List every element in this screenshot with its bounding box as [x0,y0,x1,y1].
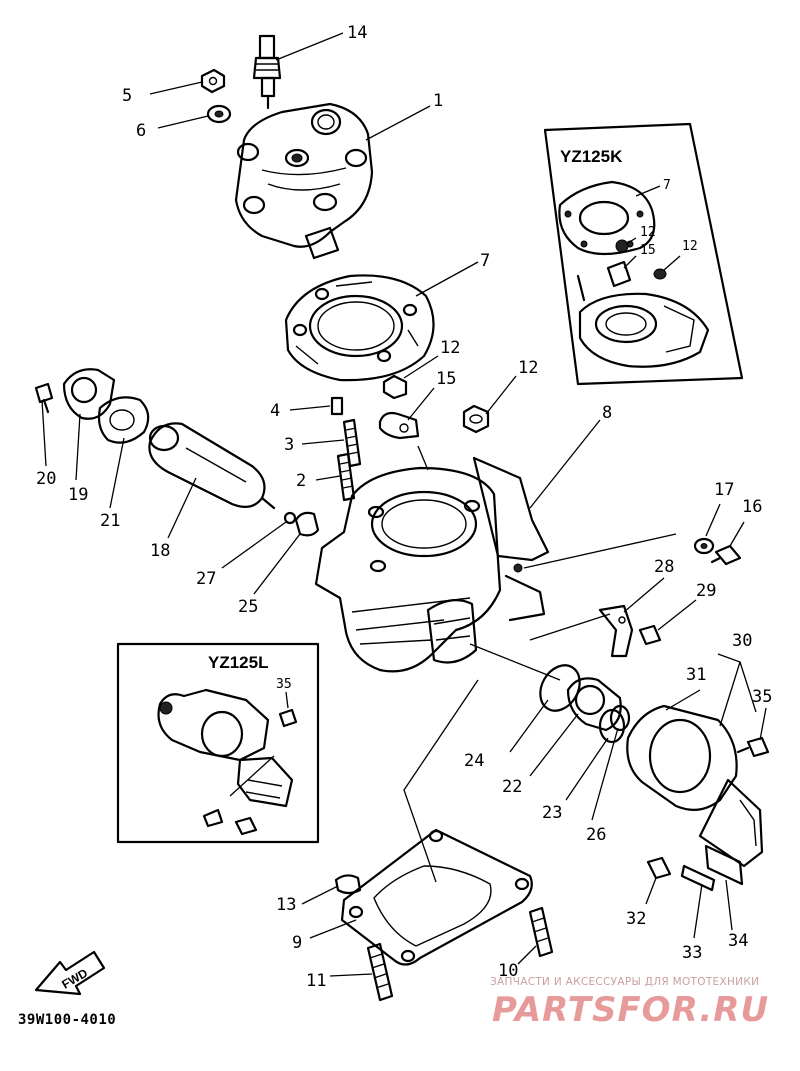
callout-22: 22 [502,777,522,797]
callout-28: 28 [654,557,674,577]
callout-16: 16 [742,497,762,517]
inset-yz125l: YZ125L 35 [116,642,320,844]
part-reed-valve-30 [626,704,764,886]
part-clamp-26 [609,704,631,732]
part-dowel-13 [334,874,362,895]
callout-33: 33 [682,943,702,963]
callout-8: 8 [602,403,612,423]
inset-yz125l-title: YZ125L [208,653,268,672]
part-bracket-28 [598,604,634,658]
callout-32: 32 [626,909,646,929]
callout-35: 35 [752,687,772,707]
part-joint-22 [566,677,622,732]
part-bolt-20 [34,382,54,414]
part-cylinder-head [234,102,374,260]
callout-27: 27 [196,569,216,589]
part-base-gasket [340,828,533,966]
callout-26: 26 [586,825,606,845]
part-stud-11 [366,942,394,1002]
callout-23: 23 [542,803,562,823]
callout-21: 21 [100,511,120,531]
part-bolt-29 [638,624,662,646]
callout-25: 25 [238,597,258,617]
callout-10: 10 [498,961,518,981]
watermark-logo: PARTSFOR.RU [492,990,770,1030]
part-stud-3 [342,418,362,468]
callout-2: 2 [296,471,306,491]
inset-callout-12b: 12 [682,239,698,254]
inset-callout-12a: 12 [640,225,656,240]
callout-6: 6 [136,121,146,141]
part-bolt-35 [736,736,770,758]
callout-3: 3 [284,435,294,455]
callout-18: 18 [150,541,170,561]
callout-15: 15 [436,369,456,389]
callout-1: 1 [433,91,443,111]
part-valve-18 [148,422,276,510]
watermark-caption: ЗАПЧАСТИ И АКСЕССУАРЫ ДЛЯ МОТОТЕХНИКИ [490,976,760,988]
fwd-label: FWD [59,966,90,992]
part-pin-4 [330,396,344,416]
callout-20: 20 [36,469,56,489]
callout-29: 29 [696,581,716,601]
callout-34: 34 [728,931,748,951]
callout-5: 5 [122,86,132,106]
part-bushing-25 [294,511,320,537]
part-bolt-33 [680,864,716,892]
callout-numbers: 14 5 6 1 7 12 15 12 4 3 2 8 20 19 21 18 … [36,23,772,991]
drawing-code: 39W100-4010 [18,1012,117,1028]
callout-30: 30 [732,631,752,651]
callout-13: 13 [276,895,296,915]
part-gasket-21 [97,396,150,444]
callout-12a: 12 [440,338,460,358]
leader-lines [41,32,767,977]
callout-14: 14 [347,23,367,43]
part-washer-6 [206,104,232,124]
callout-12b: 12 [518,358,538,378]
part-bracket-15 [378,411,420,440]
inset-callout-7: 7 [663,178,671,193]
callout-31: 31 [686,665,706,685]
part-ring-27 [283,511,297,525]
part-bolt-32 [646,856,672,880]
part-cylinder [314,456,550,673]
inset-callout-15: 15 [640,243,656,258]
callout-7: 7 [480,251,490,271]
callout-17: 17 [714,480,734,500]
part-cover-19 [62,368,116,420]
inset-yz125k-title: YZ125K [560,147,623,166]
part-head-gasket [284,274,435,382]
callout-19: 19 [68,485,88,505]
callout-11: 11 [306,971,326,991]
part-nut-12b [462,404,490,434]
part-nut-12a [382,374,408,400]
part-bolt-16 [710,544,742,566]
part-washer-17 [693,537,715,555]
callout-9: 9 [292,933,302,953]
part-nut-5 [200,68,226,94]
callout-4: 4 [270,401,280,421]
inset-yz125k: YZ125K 7 12 15 12 [543,122,744,386]
fwd-arrow-icon: FWD [34,950,106,996]
part-spark-plug [252,34,282,110]
callout-24: 24 [464,751,484,771]
inset-callout-35: 35 [276,677,292,692]
part-stud-10 [528,906,554,958]
part-stud-2 [336,452,356,502]
